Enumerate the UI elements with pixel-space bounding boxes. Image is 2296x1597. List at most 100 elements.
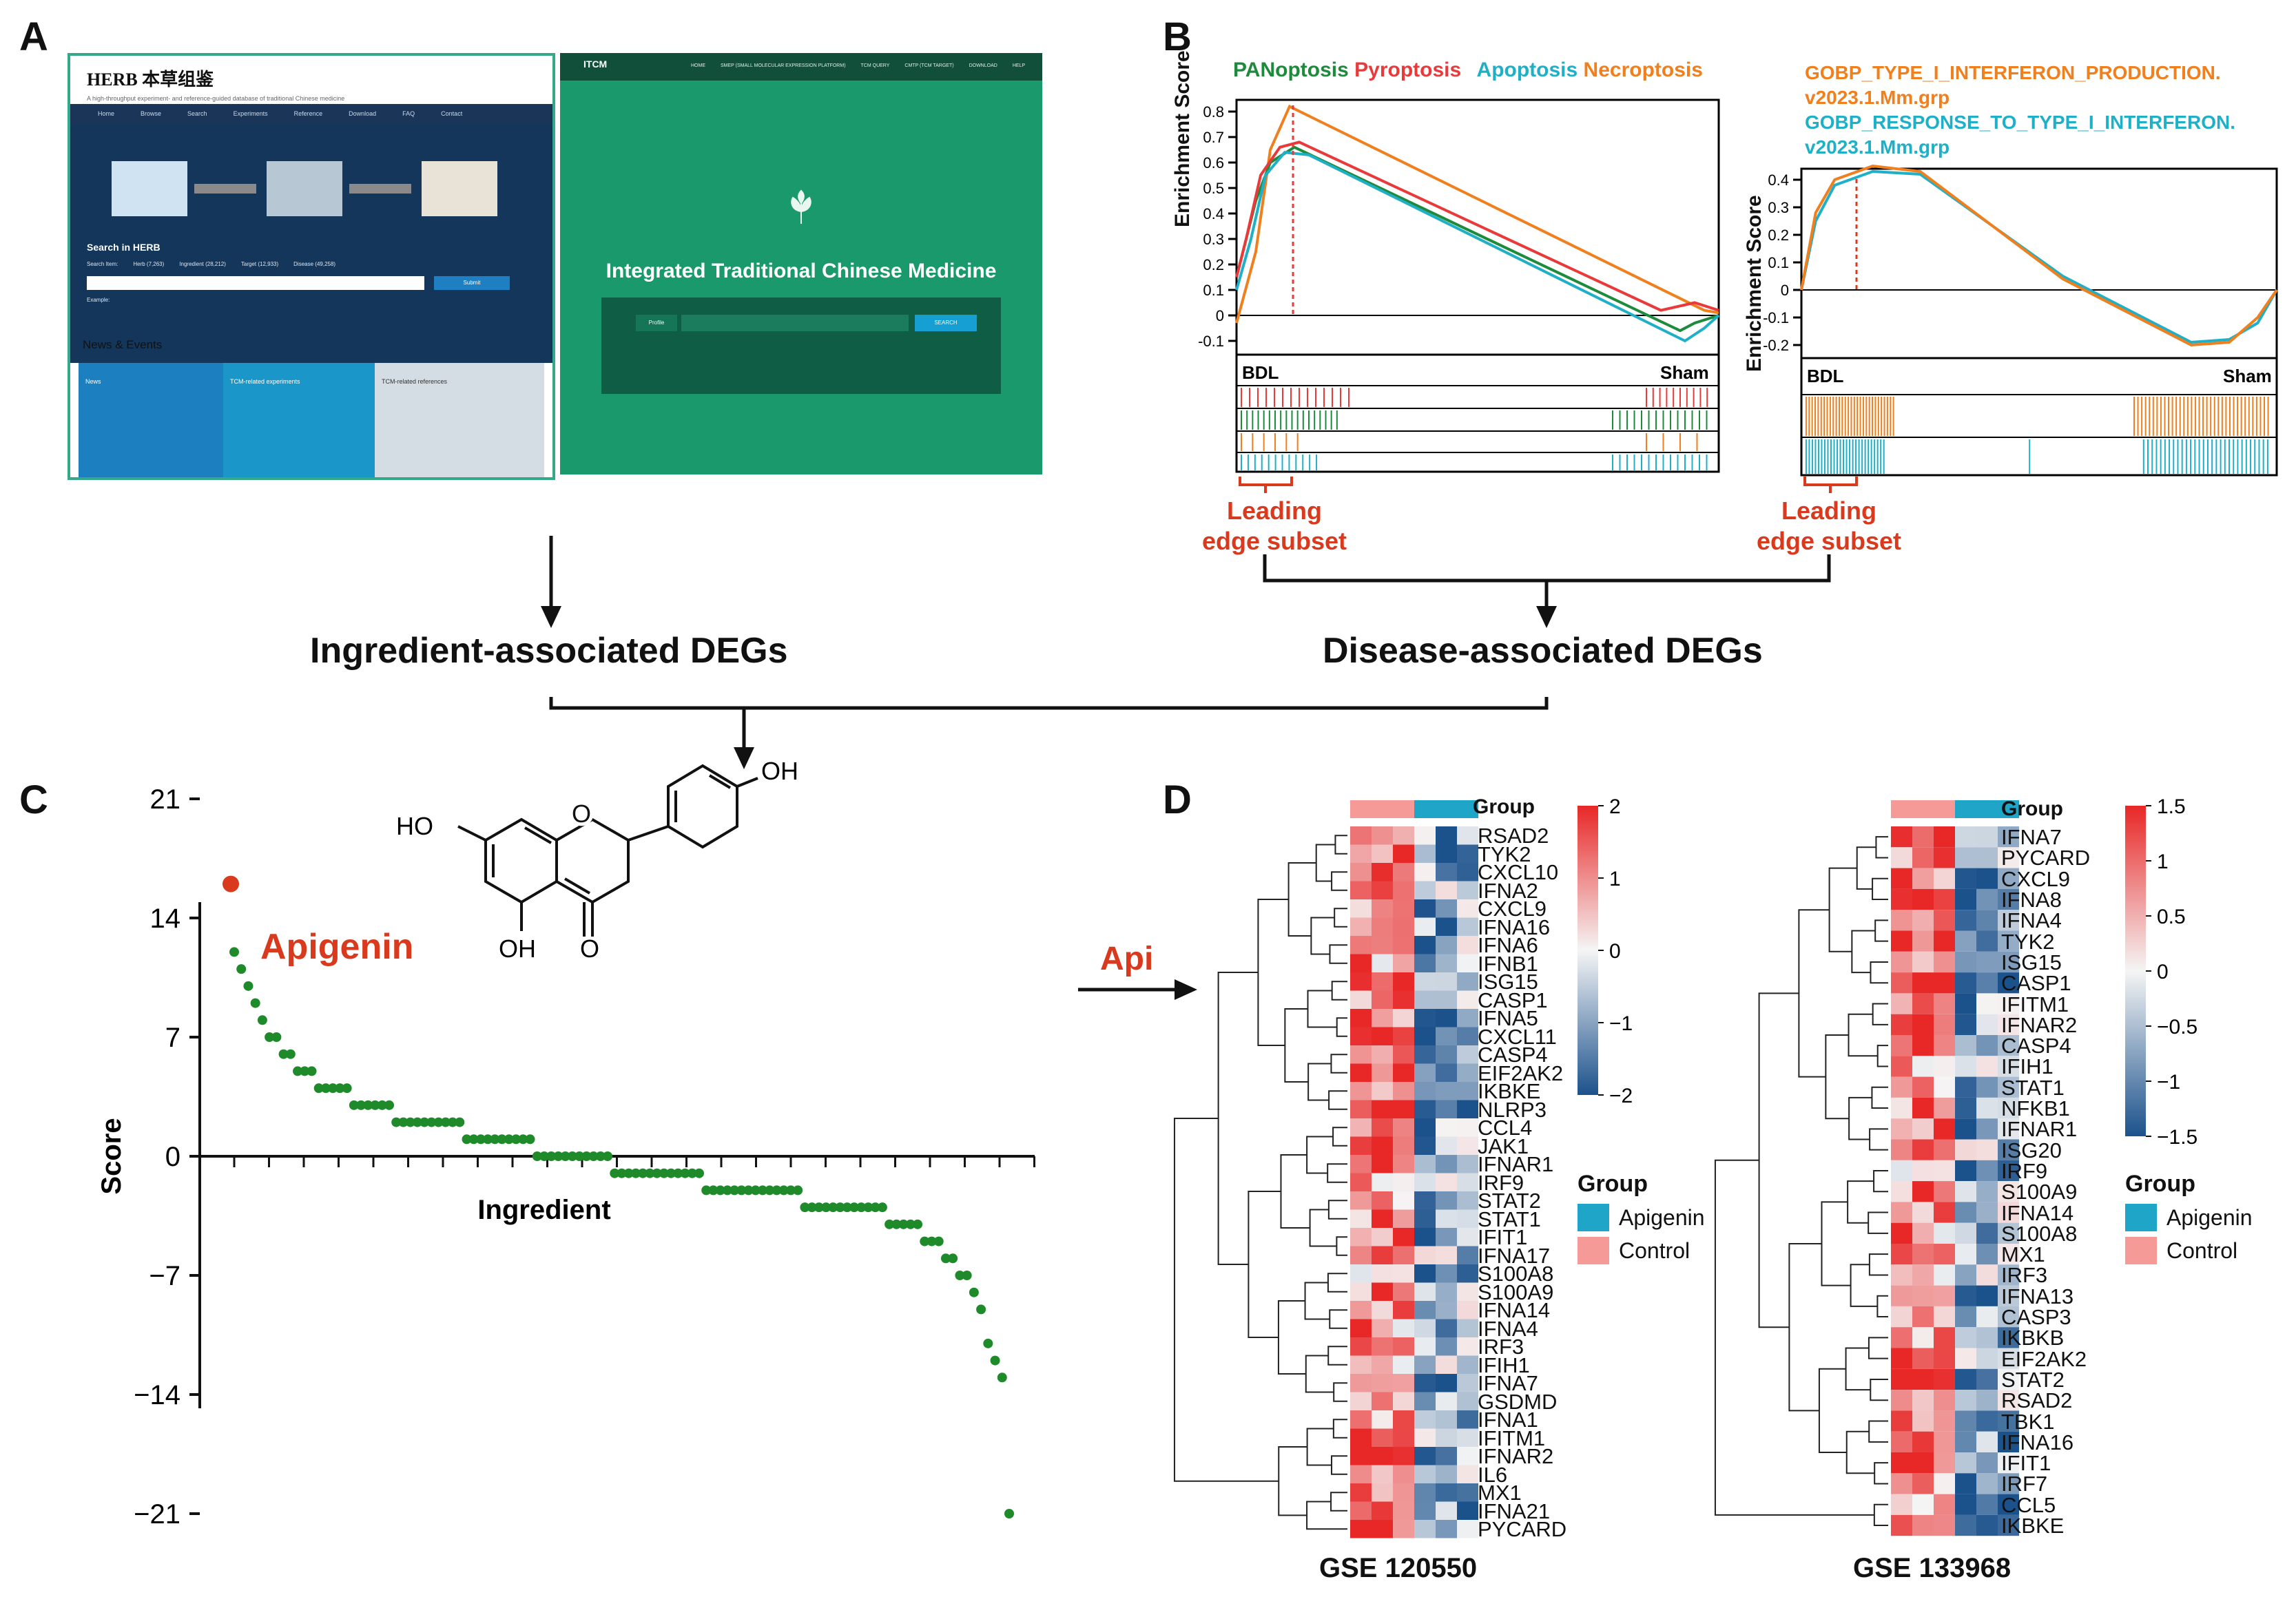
cell-6-4 (1976, 951, 1998, 973)
cell-24-4 (1436, 1264, 1457, 1283)
herb-nav: Home Browse Search Experiments Reference… (70, 104, 552, 123)
itcm-nav-cmtp[interactable]: CMTP (TCM TARGET) (904, 63, 954, 68)
gene-label: CASP3 (2001, 1305, 2071, 1330)
cell-20-2 (1393, 1191, 1414, 1210)
cell-26-3 (1414, 1301, 1436, 1319)
cell-27-3 (1414, 1319, 1436, 1337)
itcm-nav-bar: ITCM HOME SMEP (SMALL MOLECULAR EXPRESSI… (560, 53, 1042, 81)
score-point-28 (426, 1117, 437, 1127)
dendro-branch-1-2 (1331, 871, 1347, 891)
itcm-nav-tcm-query[interactable]: TCM QUERY (860, 63, 890, 68)
itcm-nav-download[interactable]: DOWNLOAD (969, 63, 997, 68)
herb-submit-button[interactable]: Submit (434, 276, 510, 290)
cell-0-1 (1372, 826, 1393, 845)
cell-8-3 (1414, 972, 1436, 991)
cell-5-0 (1350, 917, 1372, 936)
itcm-search-select[interactable]: Profile (636, 315, 677, 331)
cell-30-4 (1436, 1374, 1457, 1392)
score-point-46 (553, 1151, 563, 1161)
cell-6-3 (1955, 951, 1976, 973)
cell-22-4 (1436, 1228, 1457, 1246)
scale-label-0: 2 (1609, 795, 1621, 818)
gene-label: EIF2AK2 (1478, 1061, 1564, 1085)
cell-15-3 (1414, 1100, 1436, 1118)
cell-7-0 (1350, 954, 1372, 972)
cell-18-2 (1934, 1202, 1955, 1223)
cell-29-3 (1955, 1431, 1976, 1452)
cell-25-1 (1912, 1348, 1934, 1369)
score-point-18 (356, 1100, 366, 1110)
herb-news-tab-references[interactable]: TCM-related references (375, 363, 544, 477)
cell-9-2 (1934, 1014, 1955, 1035)
cell-26-1 (1372, 1301, 1393, 1319)
herb-nav-faq[interactable]: FAQ (402, 110, 415, 117)
itcm-nav-smep[interactable]: SMEP (SMALL MOLECULAR EXPRESSION PLATFOR… (721, 63, 846, 68)
cell-11-0 (1350, 1027, 1372, 1045)
gsea-left-curves (1235, 104, 1720, 343)
ytick-label-8: 0 (1216, 307, 1224, 324)
dendro-branch-2-0 (1315, 844, 1336, 882)
itcm-search-button[interactable]: SEARCH (915, 315, 977, 331)
gene-label: S100A8 (2001, 1221, 2078, 1246)
score-point-79 (785, 1185, 796, 1196)
cell-15-0 (1891, 1139, 1912, 1160)
gene-label: IFNAR2 (2001, 1012, 2078, 1037)
cell-27-4 (1976, 1390, 1998, 1411)
cell-7-4 (1436, 954, 1457, 972)
gene-label: IFNA4 (1478, 1316, 1538, 1341)
herb-nav-download[interactable]: Download (349, 110, 377, 117)
dendro-branch-6-0 (1173, 1118, 1279, 1482)
itcm-nav-home[interactable]: HOME (691, 63, 705, 68)
herb-nav-experiments[interactable]: Experiments (233, 110, 268, 117)
herb-nav-browse[interactable]: Browse (141, 110, 162, 117)
score-point-23 (391, 1117, 402, 1127)
cell-18-0 (1891, 1202, 1912, 1223)
herb-nav-home[interactable]: Home (98, 110, 115, 117)
gene-label: IFNA14 (1478, 1298, 1551, 1323)
herb-search-input[interactable] (87, 276, 424, 290)
itcm-website-screenshot: ITCM HOME SMEP (SMALL MOLECULAR EXPRESSI… (560, 53, 1042, 474)
herb-option-herb[interactable]: Herb (7,263) (133, 261, 165, 267)
herb-news-tab-experiments[interactable]: TCM-related experiments (223, 363, 375, 477)
cell-26-2 (1934, 1368, 1955, 1390)
dendro-branch-2-18 (1306, 1501, 1347, 1530)
gsea-left-yticks: 0.80.70.60.50.40.30.20.10-0.1 (1198, 103, 1237, 350)
dendro-branch-1-14 (1869, 1128, 1888, 1151)
group-cell-4 (1976, 800, 1998, 818)
cell-18-0 (1350, 1155, 1372, 1173)
dendro-branch-1-8 (1331, 981, 1347, 1001)
score-point-6 (271, 1032, 282, 1042)
cell-14-0 (1350, 1082, 1372, 1100)
ytick-label-1: 0.7 (1203, 129, 1224, 146)
herb-nav-reference[interactable]: Reference (293, 110, 323, 117)
gene-label: MX1 (2001, 1242, 2045, 1267)
herb-option-disease[interactable]: Disease (49,258) (293, 261, 336, 267)
cell-1-2 (1934, 847, 1955, 868)
cell-5-1 (1912, 930, 1934, 952)
bracket-merge (549, 697, 1549, 710)
gsea-left-legend: PANoptosis Pyroptosis Apoptosis Necropto… (1233, 59, 1703, 82)
cell-32-1 (1912, 1494, 1934, 1515)
dendro-branch-3-8 (1278, 1446, 1307, 1516)
herb-news-tab-news[interactable]: News (79, 363, 223, 477)
gene-label: IFITM1 (1478, 1426, 1546, 1450)
cell-35-2 (1393, 1465, 1414, 1483)
cell-36-4 (1436, 1483, 1457, 1502)
itcm-nav-help[interactable]: HELP (1012, 63, 1026, 68)
herb-nav-contact[interactable]: Contact (441, 110, 463, 117)
cell-24-4 (1976, 1327, 1998, 1348)
herb-nav-search[interactable]: Search (187, 110, 207, 117)
herb-option-target[interactable]: Target (12,933) (240, 261, 279, 267)
itcm-search-input[interactable] (681, 315, 909, 331)
cell-22-5 (1998, 1285, 2019, 1306)
dendro-branch-3-0 (1287, 862, 1316, 937)
group-cell-2 (1934, 800, 1955, 818)
cell-3-1 (1372, 881, 1393, 899)
cell-2-3 (1955, 868, 1976, 889)
cell-34-2 (1393, 1447, 1414, 1465)
herb-option-ingredient[interactable]: Ingredient (28,212) (179, 261, 226, 267)
score-point-54 (610, 1168, 620, 1178)
cell-4-3 (1955, 910, 1976, 931)
gene-label: IFIH1 (2001, 1054, 2054, 1079)
